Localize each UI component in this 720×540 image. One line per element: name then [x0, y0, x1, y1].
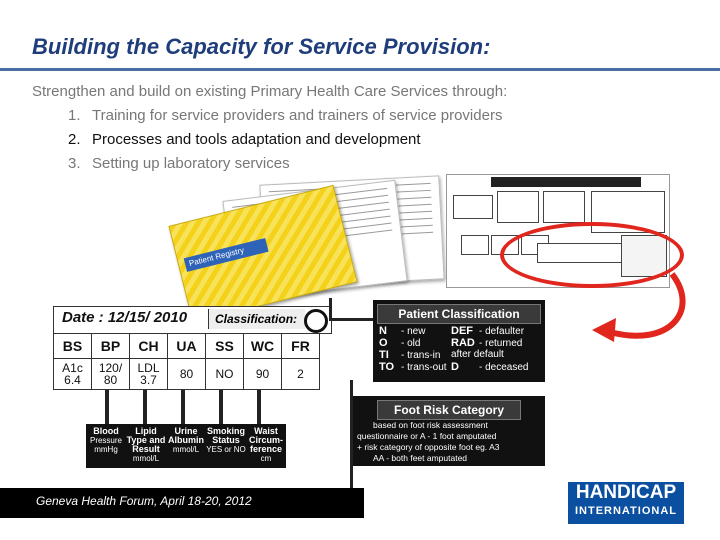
panel-title: Foot Risk Category [377, 400, 521, 420]
connector-line [329, 318, 373, 321]
registry-banner: Patient Registry [183, 237, 269, 272]
form-header: FR [281, 333, 320, 359]
connector-line [181, 390, 185, 424]
connector-line [219, 390, 223, 424]
classification-label: Classification: [208, 309, 305, 329]
foot-risk-panel: Foot Risk Category based on foot risk as… [353, 396, 545, 466]
form-header: BP [91, 333, 130, 359]
red-curved-arrow-icon [592, 272, 686, 342]
highlight-oval [500, 222, 684, 288]
connector-line [105, 390, 109, 424]
list-item: 2.Processes and tools adaptation and dev… [68, 131, 421, 148]
patient-classification-panel: Patient Classification N- new O- old TI-… [373, 300, 545, 382]
classification-row: TI- trans-in [379, 349, 441, 362]
form-date: Date : 12/15/ 2010 [62, 309, 188, 326]
form-value: NO [205, 358, 244, 390]
list-item: 3.Setting up laboratory services [68, 155, 290, 172]
slide-title: Building the Capacity for Service Provis… [32, 34, 491, 59]
classification-row: RAD- returned after default [451, 337, 523, 361]
form-header: CH [129, 333, 168, 359]
panel-title: Patient Classification [377, 304, 541, 324]
form-date-row: Date : 12/15/ 2010 Classification: [53, 306, 332, 334]
form-value: LDL 3.7 [129, 358, 168, 390]
classification-row: DEF- defaulter [451, 325, 525, 338]
title-divider [0, 68, 720, 71]
form-value: A1c 6.4 [53, 358, 92, 390]
form-value: 120/ 80 [91, 358, 130, 390]
list-item: 1.Training for service providers and tra… [68, 107, 503, 124]
intro-text: Strengthen and build on existing Primary… [32, 83, 508, 100]
form-value: 90 [243, 358, 282, 390]
form-header: WC [243, 333, 282, 359]
handicap-international-logo: HANDICAP INTERNATIONAL [568, 482, 684, 524]
form-value: 80 [167, 358, 206, 390]
connector-line [257, 390, 261, 424]
connector-line [329, 298, 332, 318]
connector-line [143, 390, 147, 424]
classification-row: TO- trans-out [379, 361, 447, 374]
connector-line [350, 380, 353, 490]
classification-row: D- deceased [451, 361, 529, 374]
form-header: SS [205, 333, 244, 359]
footer-bar: Geneva Health Forum, April 18-20, 2012 [0, 488, 364, 518]
form-header: BS [53, 333, 92, 359]
form-header: UA [167, 333, 206, 359]
patient-form-table: BS BP CH UA SS WC FR A1c 6.4 120/ 80 LDL… [53, 333, 320, 390]
classification-circle [304, 309, 328, 333]
classification-row: N- new [379, 325, 426, 338]
classification-row: O- old [379, 337, 421, 350]
service-list: 1.Training for service providers and tra… [68, 104, 502, 176]
form-value: 2 [281, 358, 320, 390]
